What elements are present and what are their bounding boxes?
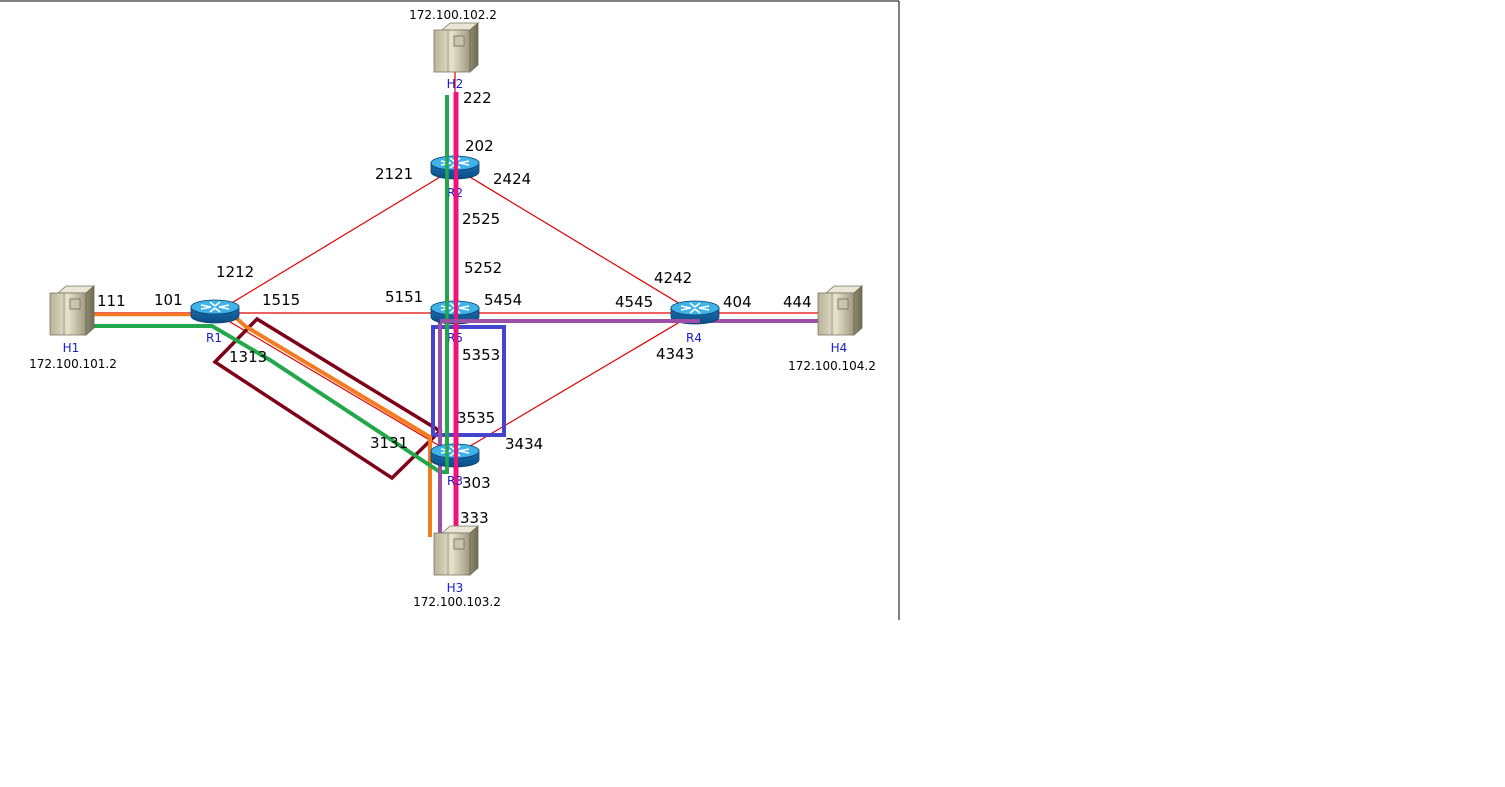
server-tower-icon bbox=[433, 525, 479, 576]
highlight-box-r1-r3 bbox=[212, 316, 443, 481]
host-h4[interactable]: H4 172.100.104.2 bbox=[788, 285, 876, 373]
port-label: 3131 bbox=[370, 434, 408, 452]
port-label: 5454 bbox=[484, 291, 522, 309]
server-tower-icon bbox=[433, 22, 479, 73]
port-label: 222 bbox=[463, 89, 492, 107]
port-label: 3535 bbox=[457, 409, 495, 427]
port-label: 5151 bbox=[385, 288, 423, 306]
router-r3[interactable]: R3 bbox=[430, 443, 480, 488]
highlight-box-r5-r3 bbox=[431, 325, 506, 437]
port-label: 1313 bbox=[229, 348, 267, 366]
port-label: 404 bbox=[723, 293, 752, 311]
path-orange bbox=[90, 313, 432, 537]
router-r4[interactable]: R4 bbox=[670, 300, 720, 345]
port-label: 303 bbox=[462, 474, 491, 492]
host-h3-ip: 172.100.103.2 bbox=[413, 595, 501, 609]
host-h3-label: H3 bbox=[447, 581, 464, 595]
server-tower-icon bbox=[49, 285, 95, 336]
host-h1[interactable]: H1 172.100.101.2 bbox=[29, 285, 117, 371]
link-r1-r2 bbox=[214, 167, 456, 314]
port-label: 1212 bbox=[216, 263, 254, 281]
host-h3[interactable]: H3 172.100.103.2 bbox=[413, 525, 501, 609]
port-label: 2121 bbox=[375, 165, 413, 183]
host-h4-label: H4 bbox=[831, 341, 848, 355]
host-h2[interactable]: 172.100.102.2 H2 bbox=[409, 8, 497, 91]
host-h1-ip: 172.100.101.2 bbox=[29, 357, 117, 371]
port-label: 5252 bbox=[464, 259, 502, 277]
port-label: 444 bbox=[783, 293, 812, 311]
host-h4-ip: 172.100.104.2 bbox=[788, 359, 876, 373]
link-r2-r4 bbox=[454, 167, 696, 314]
port-label: 333 bbox=[460, 509, 489, 527]
router-r3-label: R3 bbox=[447, 474, 463, 488]
link-r3-r4 bbox=[454, 312, 696, 456]
router-r1-label: R1 bbox=[206, 331, 222, 345]
port-label: 3434 bbox=[505, 435, 543, 453]
router-r4-label: R4 bbox=[686, 331, 702, 345]
port-label: 5353 bbox=[462, 346, 500, 364]
router-icon bbox=[190, 299, 240, 324]
server-tower-icon bbox=[817, 285, 863, 336]
link-r1-r3 bbox=[214, 312, 456, 456]
port-label: 4343 bbox=[656, 345, 694, 363]
host-h1-label: H1 bbox=[63, 341, 80, 355]
host-h2-ip: 172.100.102.2 bbox=[409, 8, 497, 22]
port-label: 4545 bbox=[615, 293, 653, 311]
port-label: 1515 bbox=[262, 291, 300, 309]
port-label: 111 bbox=[97, 292, 126, 310]
port-label: 4242 bbox=[654, 269, 692, 287]
host-h2-label: H2 bbox=[447, 77, 464, 91]
port-label: 202 bbox=[465, 137, 494, 155]
port-labels: 111 101 1212 1515 1313 222 202 2121 2424… bbox=[97, 89, 812, 527]
port-label: 2525 bbox=[462, 210, 500, 228]
router-r1[interactable]: R1 bbox=[190, 299, 240, 345]
port-label: 101 bbox=[154, 291, 183, 309]
port-label: 2424 bbox=[493, 170, 531, 188]
